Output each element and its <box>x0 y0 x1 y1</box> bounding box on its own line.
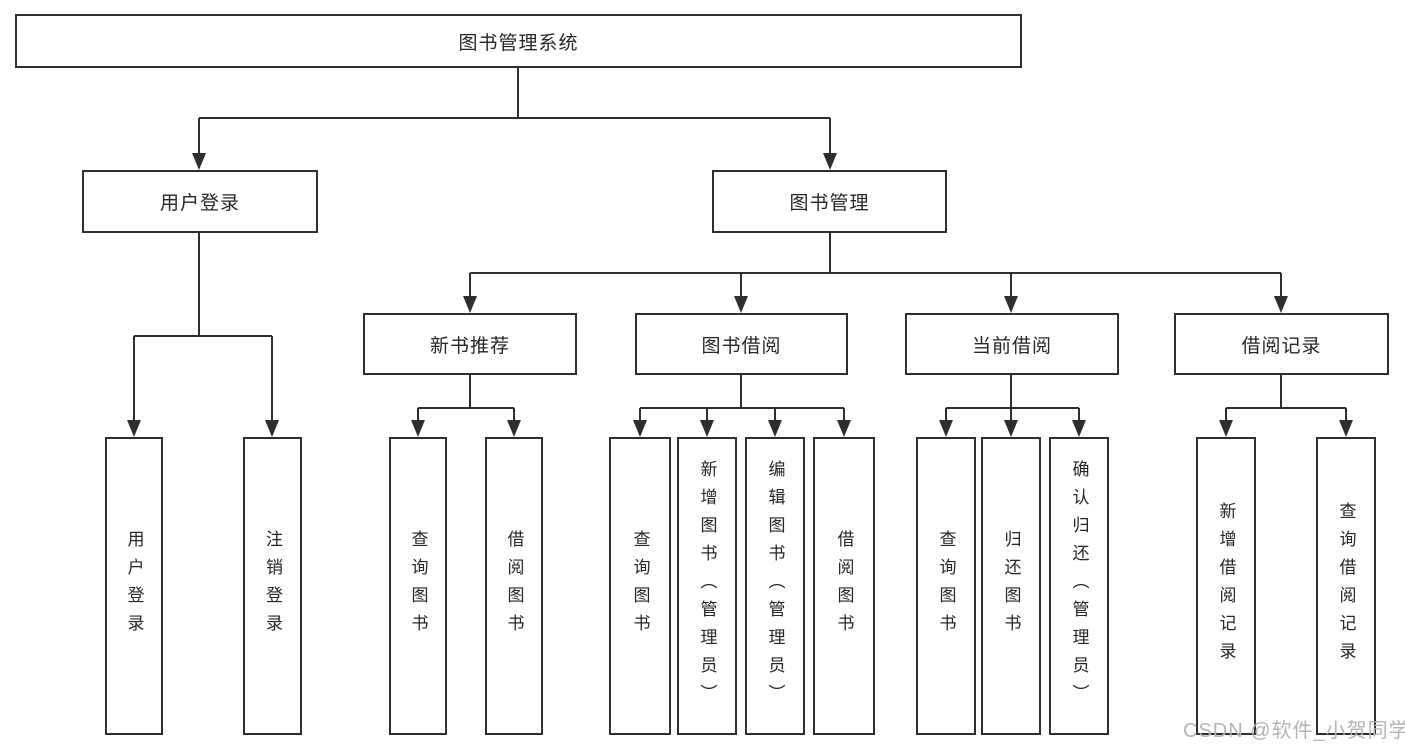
leaf-query-books-current: 查询图书 <box>916 437 976 735</box>
node-book-management: 图书管理 <box>712 170 947 233</box>
leaf-query-books-borrowing: 查询图书 <box>609 437 671 735</box>
node-label: 用户登录 <box>159 193 240 214</box>
node-user-login: 用户登录 <box>82 170 318 233</box>
node-book-borrowing: 图书借阅 <box>635 313 848 375</box>
leaf-label: 编辑图书（管理员） <box>765 460 785 712</box>
node-label: 图书管理系统 <box>458 32 579 54</box>
leaf-label: 查询图书 <box>936 530 956 642</box>
node-label: 新书推荐 <box>429 335 510 357</box>
node-label: 借阅记录 <box>1241 335 1322 357</box>
leaf-label: 确认归还（管理员） <box>1069 460 1089 712</box>
leaf-query-borrow-record: 查询借阅记录 <box>1316 437 1376 735</box>
csdn-watermark: CSDN @软件_小贺同学 <box>1183 720 1405 742</box>
leaf-label: 借阅图书 <box>834 530 854 642</box>
leaf-add-borrow-record: 新增借阅记录 <box>1196 437 1256 735</box>
leaf-label: 归还图书 <box>1001 530 1021 642</box>
leaf-confirm-return-admin: 确认归还（管理员） <box>1049 437 1109 735</box>
leaf-return-books: 归还图书 <box>981 437 1041 735</box>
leaf-label: 注销登录 <box>263 530 282 642</box>
node-borrowing-records: 借阅记录 <box>1174 313 1389 375</box>
leaf-label: 查询图书 <box>408 530 428 642</box>
leaf-borrow-books-borrowing: 借阅图书 <box>813 437 875 735</box>
leaf-logout: 注销登录 <box>243 437 302 735</box>
leaf-label: 新增借阅记录 <box>1216 502 1236 670</box>
leaf-label: 查询借阅记录 <box>1336 502 1356 670</box>
node-label: 图书借阅 <box>701 335 782 357</box>
leaf-label: 新增图书（管理员） <box>697 460 717 712</box>
arrowhead-icons <box>127 153 1353 437</box>
leaf-user-login: 用户登录 <box>105 437 163 735</box>
leaf-borrow-books-recommendation: 借阅图书 <box>485 437 543 735</box>
leaf-query-books-recommendation: 查询图书 <box>389 437 447 735</box>
node-current-borrowing: 当前借阅 <box>905 313 1119 375</box>
leaf-label: 借阅图书 <box>504 530 524 642</box>
leaf-add-books-admin: 新增图书（管理员） <box>677 437 737 735</box>
node-new-book-recommendation: 新书推荐 <box>363 313 577 375</box>
leaf-label: 用户登录 <box>124 530 144 642</box>
leaf-edit-books-admin: 编辑图书（管理员） <box>745 437 805 735</box>
node-library-management-system: 图书管理系统 <box>15 14 1022 68</box>
node-label: 当前借阅 <box>971 335 1052 357</box>
leaf-label: 查询图书 <box>630 530 650 642</box>
node-label: 图书管理 <box>789 193 870 214</box>
